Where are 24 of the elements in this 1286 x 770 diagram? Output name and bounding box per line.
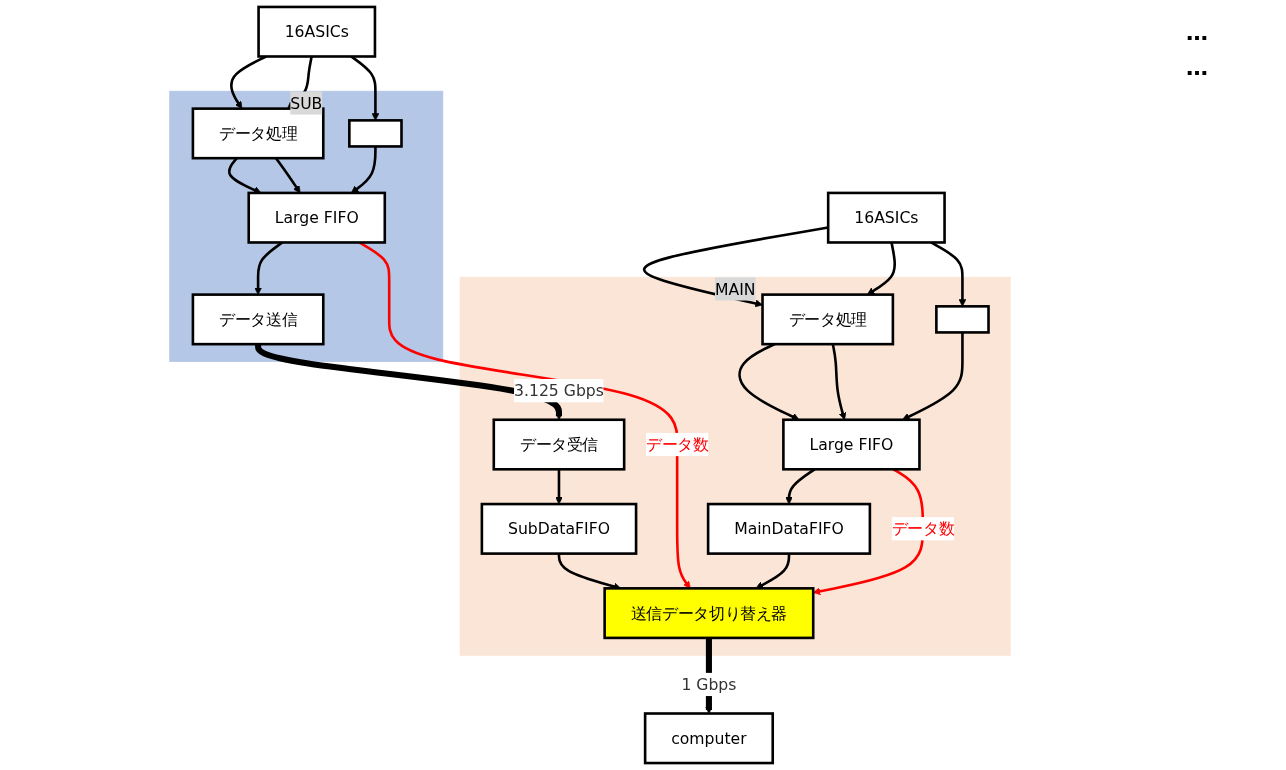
arrow (643, 226, 829, 308)
node-box: 16ASICs (826, 191, 946, 244)
node-box: Large FIFO (247, 191, 387, 244)
edge-label: データ数 (645, 435, 709, 454)
ellipsis-label: … (1186, 20, 1209, 45)
node-box: Large FIFO (782, 418, 921, 471)
ellipsis-label: … (1186, 55, 1209, 80)
node-box: SubDataFIFO (480, 502, 638, 555)
node-box: 16ASICs (257, 5, 377, 58)
node-box: データ送信 (191, 293, 325, 346)
arrow (555, 469, 563, 505)
node-box (348, 119, 403, 148)
node-box: データ受信 (492, 418, 626, 471)
edge-label: 1 Gbps (681, 675, 737, 694)
node-box: データ処理 (761, 293, 895, 346)
arrow (866, 242, 897, 295)
edge-label: データ数 (891, 519, 955, 538)
node-box (935, 305, 990, 334)
node-box: 送信データ切り替え器 (603, 587, 815, 640)
edge-label: 3.125 Gbps (514, 381, 604, 400)
arrow (755, 553, 791, 589)
arrow (230, 55, 267, 109)
node-box: MainDataFIFO (706, 502, 872, 555)
node-box: computer (643, 712, 775, 765)
